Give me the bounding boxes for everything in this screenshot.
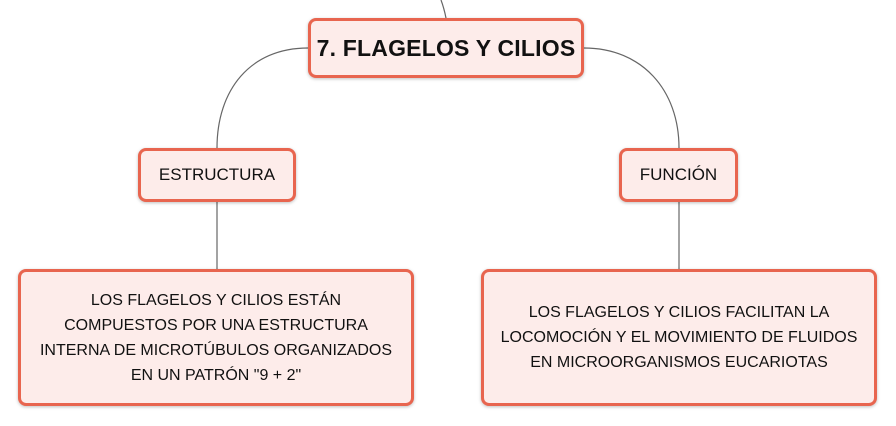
connector-root-to-function xyxy=(583,47,680,149)
root-topic-node[interactable]: 7. FLAGELOS Y CILIOS xyxy=(308,18,584,78)
function-label: FUNCIÓN xyxy=(639,165,718,184)
structure-detail-text: LOS FLAGELOS Y CILIOS ESTÁN COMPUESTOS P… xyxy=(39,291,393,384)
function-detail-node[interactable]: LOS FLAGELOS Y CILIOS FACILITAN LA LOCOM… xyxy=(481,269,877,406)
structure-node[interactable]: ESTRUCTURA xyxy=(138,148,296,202)
function-detail-text: LOS FLAGELOS Y CILIOS FACILITAN LA LOCOM… xyxy=(500,304,858,371)
connector-root-to-structure xyxy=(216,47,309,149)
structure-detail-node[interactable]: LOS FLAGELOS Y CILIOS ESTÁN COMPUESTOS P… xyxy=(18,269,414,406)
structure-label: ESTRUCTURA xyxy=(158,165,276,184)
connector-incoming xyxy=(440,0,447,19)
root-topic-label: 7. FLAGELOS Y CILIOS xyxy=(316,34,576,61)
function-node[interactable]: FUNCIÓN xyxy=(619,148,738,202)
